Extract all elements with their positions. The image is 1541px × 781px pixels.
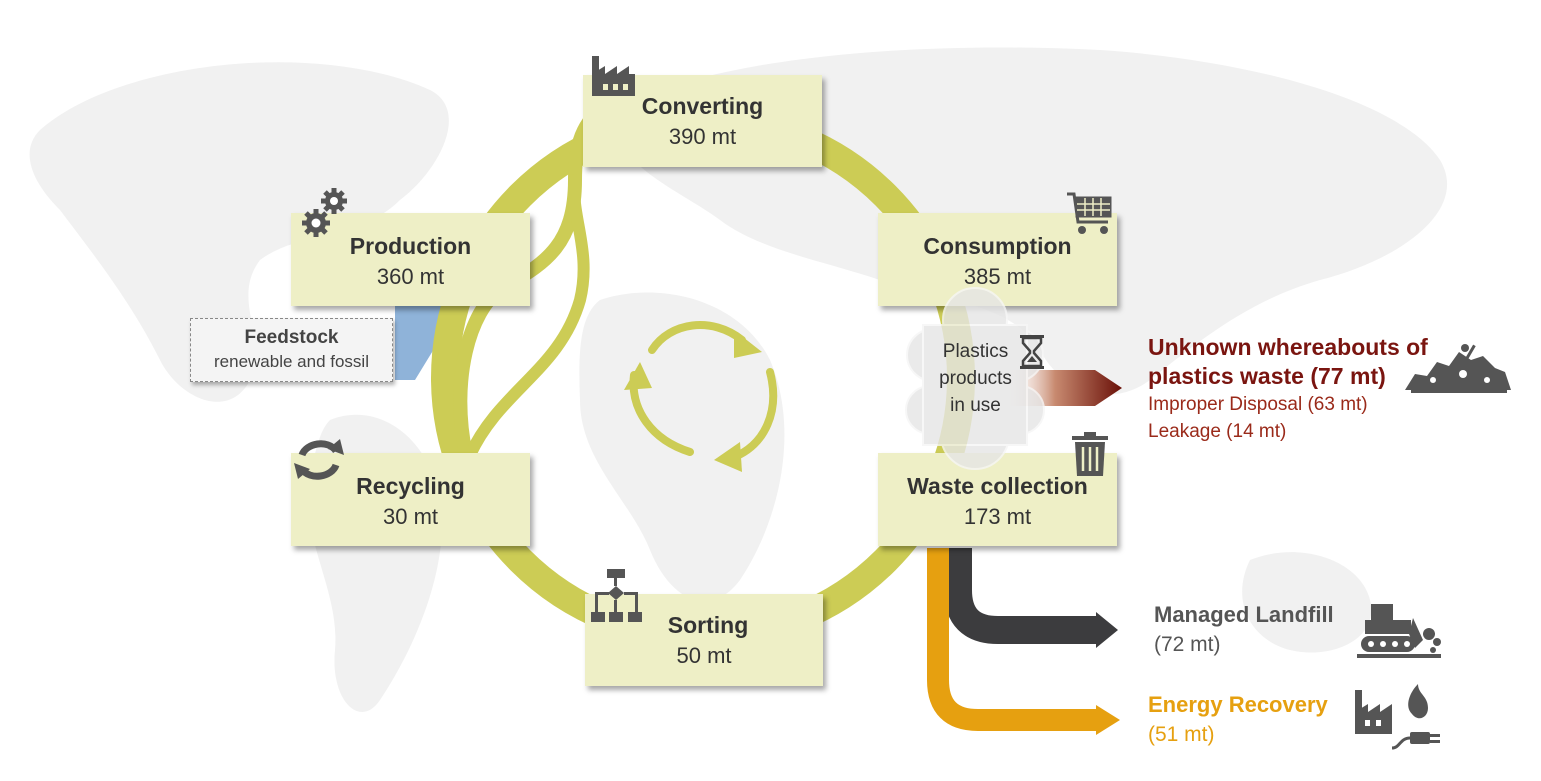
sorting-label: Sorting <box>667 612 749 638</box>
recycle-icon <box>294 439 344 480</box>
sorting-flow-icon <box>591 569 642 622</box>
unknown-title-line1: Unknown whereabouts of <box>1148 334 1428 360</box>
energy-value: (51 mt) <box>1148 723 1215 746</box>
hourglass-icon <box>1020 335 1044 369</box>
production-label: Production <box>349 233 472 259</box>
converting-box: Converting 390 mt <box>583 75 822 167</box>
recycling-return-flow-2 <box>464 174 590 461</box>
feedstock-box: Feedstock renewable and fossil <box>190 318 393 382</box>
center-recycle-arrowheads <box>624 330 762 472</box>
energy-arrowhead <box>1096 705 1120 735</box>
energy-title: Energy Recovery <box>1148 692 1328 717</box>
waste-heap-icon <box>1405 344 1511 393</box>
cart-icon <box>1067 192 1112 234</box>
leakage-text: Leakage (14 mt) <box>1148 421 1287 442</box>
unknown-title-line2: plastics waste (77 mt) <box>1148 363 1386 389</box>
bulldozer-icon <box>1357 604 1441 658</box>
recycling-label: Recycling <box>356 473 465 499</box>
sorting-box: Sorting 50 mt <box>585 594 823 686</box>
in-use-line2: products <box>939 368 1012 389</box>
sorting-value: 50 mt <box>676 643 732 668</box>
landfill-title: Managed Landfill <box>1154 602 1334 627</box>
improper-disposal-text: Improper Disposal (63 mt) <box>1148 394 1368 415</box>
energy-plant-icon <box>1355 684 1440 750</box>
converting-label: Converting <box>641 93 764 119</box>
landfill-flow <box>944 548 1098 644</box>
in-use-cloud <box>905 287 1045 470</box>
consumption-box: Consumption 385 mt <box>878 213 1117 306</box>
unknown-whereabouts-text: Unknown whereabouts of plastics waste (7… <box>1148 333 1428 445</box>
factory-icon <box>592 56 635 96</box>
in-use-label: Plastics products in use <box>918 338 1033 419</box>
waste-collection-label: Waste collection <box>907 473 1088 499</box>
landfill-value: (72 mt) <box>1154 633 1221 656</box>
recycling-value: 30 mt <box>382 504 439 529</box>
feedstock-subtitle: renewable and fossil <box>214 352 369 371</box>
landfill-arrowhead <box>1096 612 1118 648</box>
feedstock-title: Feedstock <box>244 327 339 348</box>
landfill-text: Managed Landfill (72 mt) <box>1154 600 1334 660</box>
trash-icon <box>1072 432 1108 476</box>
production-box: Production 360 mt <box>291 213 530 306</box>
converting-value: 390 mt <box>668 124 737 149</box>
in-use-line3: in use <box>950 395 1001 416</box>
energy-flow <box>927 548 1098 731</box>
consumption-label: Consumption <box>923 233 1072 259</box>
energy-text: Energy Recovery (51 mt) <box>1148 690 1328 750</box>
in-use-line1: Plastics <box>942 341 1009 362</box>
recycling-return-flow <box>453 108 602 462</box>
production-value: 360 mt <box>376 264 445 289</box>
consumption-value: 385 mt <box>963 264 1032 289</box>
gears-icon <box>302 188 347 237</box>
waste-collection-value: 173 mt <box>963 504 1032 529</box>
